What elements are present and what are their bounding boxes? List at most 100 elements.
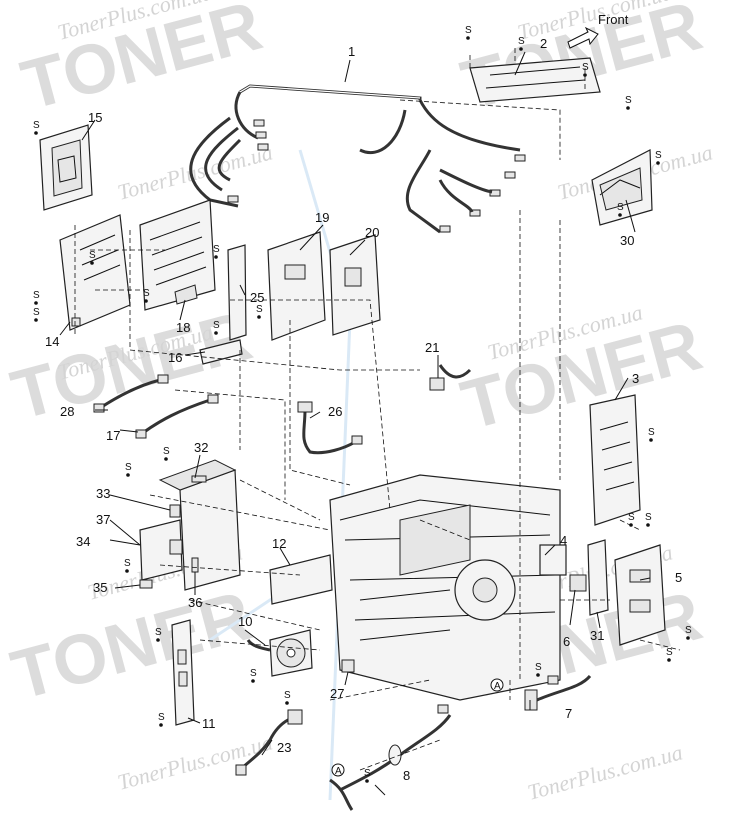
- main-chassis: [329, 474, 561, 701]
- part-3-panel: [589, 394, 641, 526]
- screw-label: S: [256, 304, 263, 315]
- part-27-part: [341, 659, 355, 673]
- screw-icon: [257, 315, 261, 319]
- watermark-url: TonerPlus.com.ua: [115, 139, 275, 204]
- screw-icon: [159, 723, 163, 727]
- screw-label: S: [158, 712, 165, 723]
- screw-label: S: [33, 307, 40, 318]
- screw-label: S: [666, 647, 673, 658]
- screw-label: S: [250, 668, 257, 679]
- screw-icon: [156, 638, 160, 642]
- screw-icon: [214, 331, 218, 335]
- part-number-35: 35: [93, 580, 107, 595]
- part-21-cable: [429, 364, 472, 391]
- watermark-url: TonerPlus.com.ua: [115, 729, 275, 794]
- part-number-12: 12: [272, 536, 286, 551]
- part-number-2: 2: [540, 36, 547, 51]
- part-10-fan: [246, 629, 313, 677]
- screw-icon: [626, 106, 630, 110]
- part-25-rail: [227, 244, 247, 341]
- part-number-1: 1: [348, 44, 355, 59]
- part-number-16: 16: [168, 350, 182, 365]
- part-number-31: 31: [590, 628, 604, 643]
- part-number-23: 23: [277, 740, 291, 755]
- screw-label: S: [645, 512, 652, 523]
- part-number-6: 6: [563, 634, 570, 649]
- screw-icon: [646, 523, 650, 527]
- screw-label: S: [628, 512, 635, 523]
- screw-label: S: [518, 36, 525, 47]
- part-11-board: [171, 619, 195, 726]
- part-number-26: 26: [328, 404, 342, 419]
- screw-icon: [536, 673, 540, 677]
- part-4-part: [539, 544, 567, 576]
- screw-icon: [164, 457, 168, 461]
- part-number-5: 5: [675, 570, 682, 585]
- connection-marker-a-1: A: [490, 678, 504, 692]
- part-number-11: 11: [202, 716, 216, 731]
- part-number-18: 18: [176, 320, 190, 335]
- screw-label: S: [655, 150, 662, 161]
- front-arrow-icon: [567, 26, 599, 49]
- part-number-36: 36: [188, 595, 202, 610]
- part-14-shield: [59, 214, 131, 331]
- screw-icon: [656, 161, 660, 165]
- part-number-27: 27: [330, 686, 344, 701]
- part-number-30: 30: [620, 233, 634, 248]
- screw-icon: [34, 318, 38, 322]
- part-number-20: 20: [365, 225, 379, 240]
- part-number-8: 8: [403, 768, 410, 783]
- screw-label: S: [143, 288, 150, 299]
- screw-icon: [583, 73, 587, 77]
- screw-icon: [125, 569, 129, 573]
- screw-label: S: [33, 120, 40, 131]
- screw-icon: [34, 131, 38, 135]
- part-number-19: 19: [315, 210, 329, 225]
- screw-label: S: [163, 446, 170, 457]
- screw-label: S: [213, 244, 220, 255]
- screw-icon: [618, 213, 622, 217]
- part-30-bracket: [591, 149, 653, 226]
- watermark-url: TonerPlus.com.ua: [525, 739, 685, 804]
- part-15-cover: [39, 124, 93, 211]
- part-number-37: 37: [96, 512, 110, 527]
- connection-marker-a-2: A: [331, 763, 345, 777]
- watermark-toner: TONER: [4, 576, 260, 714]
- part-number-21: 21: [425, 340, 439, 355]
- screw-label: S: [155, 627, 162, 638]
- screw-label: S: [364, 768, 371, 779]
- part-number-34: 34: [76, 534, 90, 549]
- screw-label: S: [582, 62, 589, 73]
- part-8-cable: [329, 704, 452, 811]
- screw-label: S: [33, 290, 40, 301]
- part-5-board: [614, 544, 666, 646]
- part-number-7: 7: [565, 706, 572, 721]
- part-23-power-cord: [235, 709, 303, 776]
- screw-label: S: [617, 202, 624, 213]
- screw-label: S: [89, 250, 96, 261]
- leader-lines: [59, 51, 651, 796]
- part-number-33: 33: [96, 486, 110, 501]
- screw-label: S: [465, 25, 472, 36]
- part-26-cable: [297, 401, 363, 455]
- part-31-board: [587, 539, 609, 616]
- part-number-32: 32: [194, 440, 208, 455]
- part-33-part: [169, 504, 181, 518]
- screw-icon: [144, 299, 148, 303]
- part-36-part: [191, 557, 199, 573]
- part-6-part: [569, 574, 587, 592]
- part-number-28: 28: [60, 404, 74, 419]
- part-number-17: 17: [106, 428, 120, 443]
- screw-label: S: [213, 320, 220, 331]
- screw-icon: [126, 473, 130, 477]
- screw-label: S: [284, 690, 291, 701]
- screw-label: S: [625, 95, 632, 106]
- part-number-25: 25: [250, 290, 264, 305]
- screw-label: S: [125, 462, 132, 473]
- screw-icon: [214, 255, 218, 259]
- part-19-board: [267, 231, 326, 341]
- part-35-part: [139, 579, 153, 589]
- svg-text:A: A: [335, 766, 342, 777]
- screw-icon: [629, 523, 633, 527]
